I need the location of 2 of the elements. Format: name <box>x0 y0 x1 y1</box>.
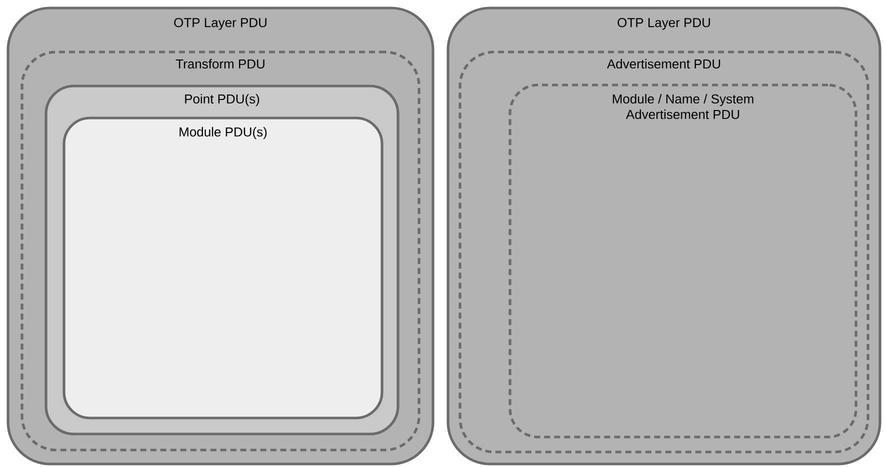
rounded-box: Module PDU(s) <box>62 116 384 420</box>
dashed-frame: Module / Name / System Advertisement PDU <box>508 84 858 438</box>
